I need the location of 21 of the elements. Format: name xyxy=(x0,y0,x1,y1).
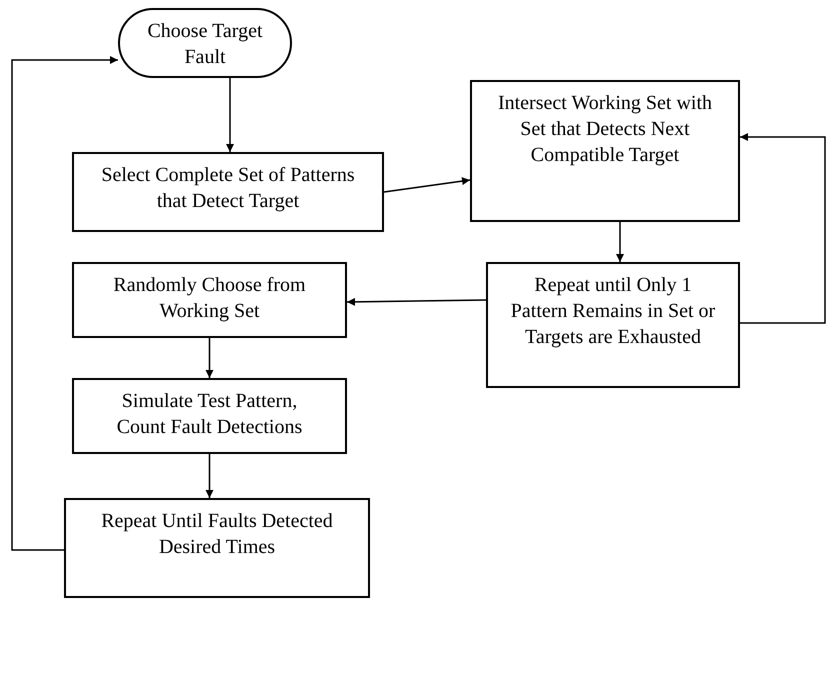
process-box xyxy=(72,378,347,454)
process-box xyxy=(72,152,384,232)
node-text: Randomly Choose from Working Set xyxy=(112,273,307,324)
node-text: Choose Target Fault xyxy=(146,19,264,70)
process-box xyxy=(486,262,740,388)
arrow xyxy=(616,222,624,262)
arrow xyxy=(346,298,486,306)
arrow xyxy=(740,133,826,324)
node-text: Repeat until Only 1 Pattern Remains in Set or Targets are Exhausted xyxy=(510,273,716,350)
arrow xyxy=(206,454,214,498)
node-text: Select Complete Set of Patterns that Detect Target xyxy=(100,163,356,214)
process-box xyxy=(64,498,370,598)
process-box xyxy=(72,262,347,338)
node-text: Intersect Working Set with Set that Detects Next Compatible Target xyxy=(496,91,714,168)
arrow xyxy=(384,177,470,193)
arrow xyxy=(206,338,214,378)
node-text: Simulate Test Pattern, Count Fault Detections xyxy=(116,389,304,440)
arrow xyxy=(11,56,118,551)
process-box xyxy=(470,80,740,222)
node-text: Repeat Until Faults Detected Desired Times xyxy=(100,509,334,560)
arrow xyxy=(226,78,234,152)
